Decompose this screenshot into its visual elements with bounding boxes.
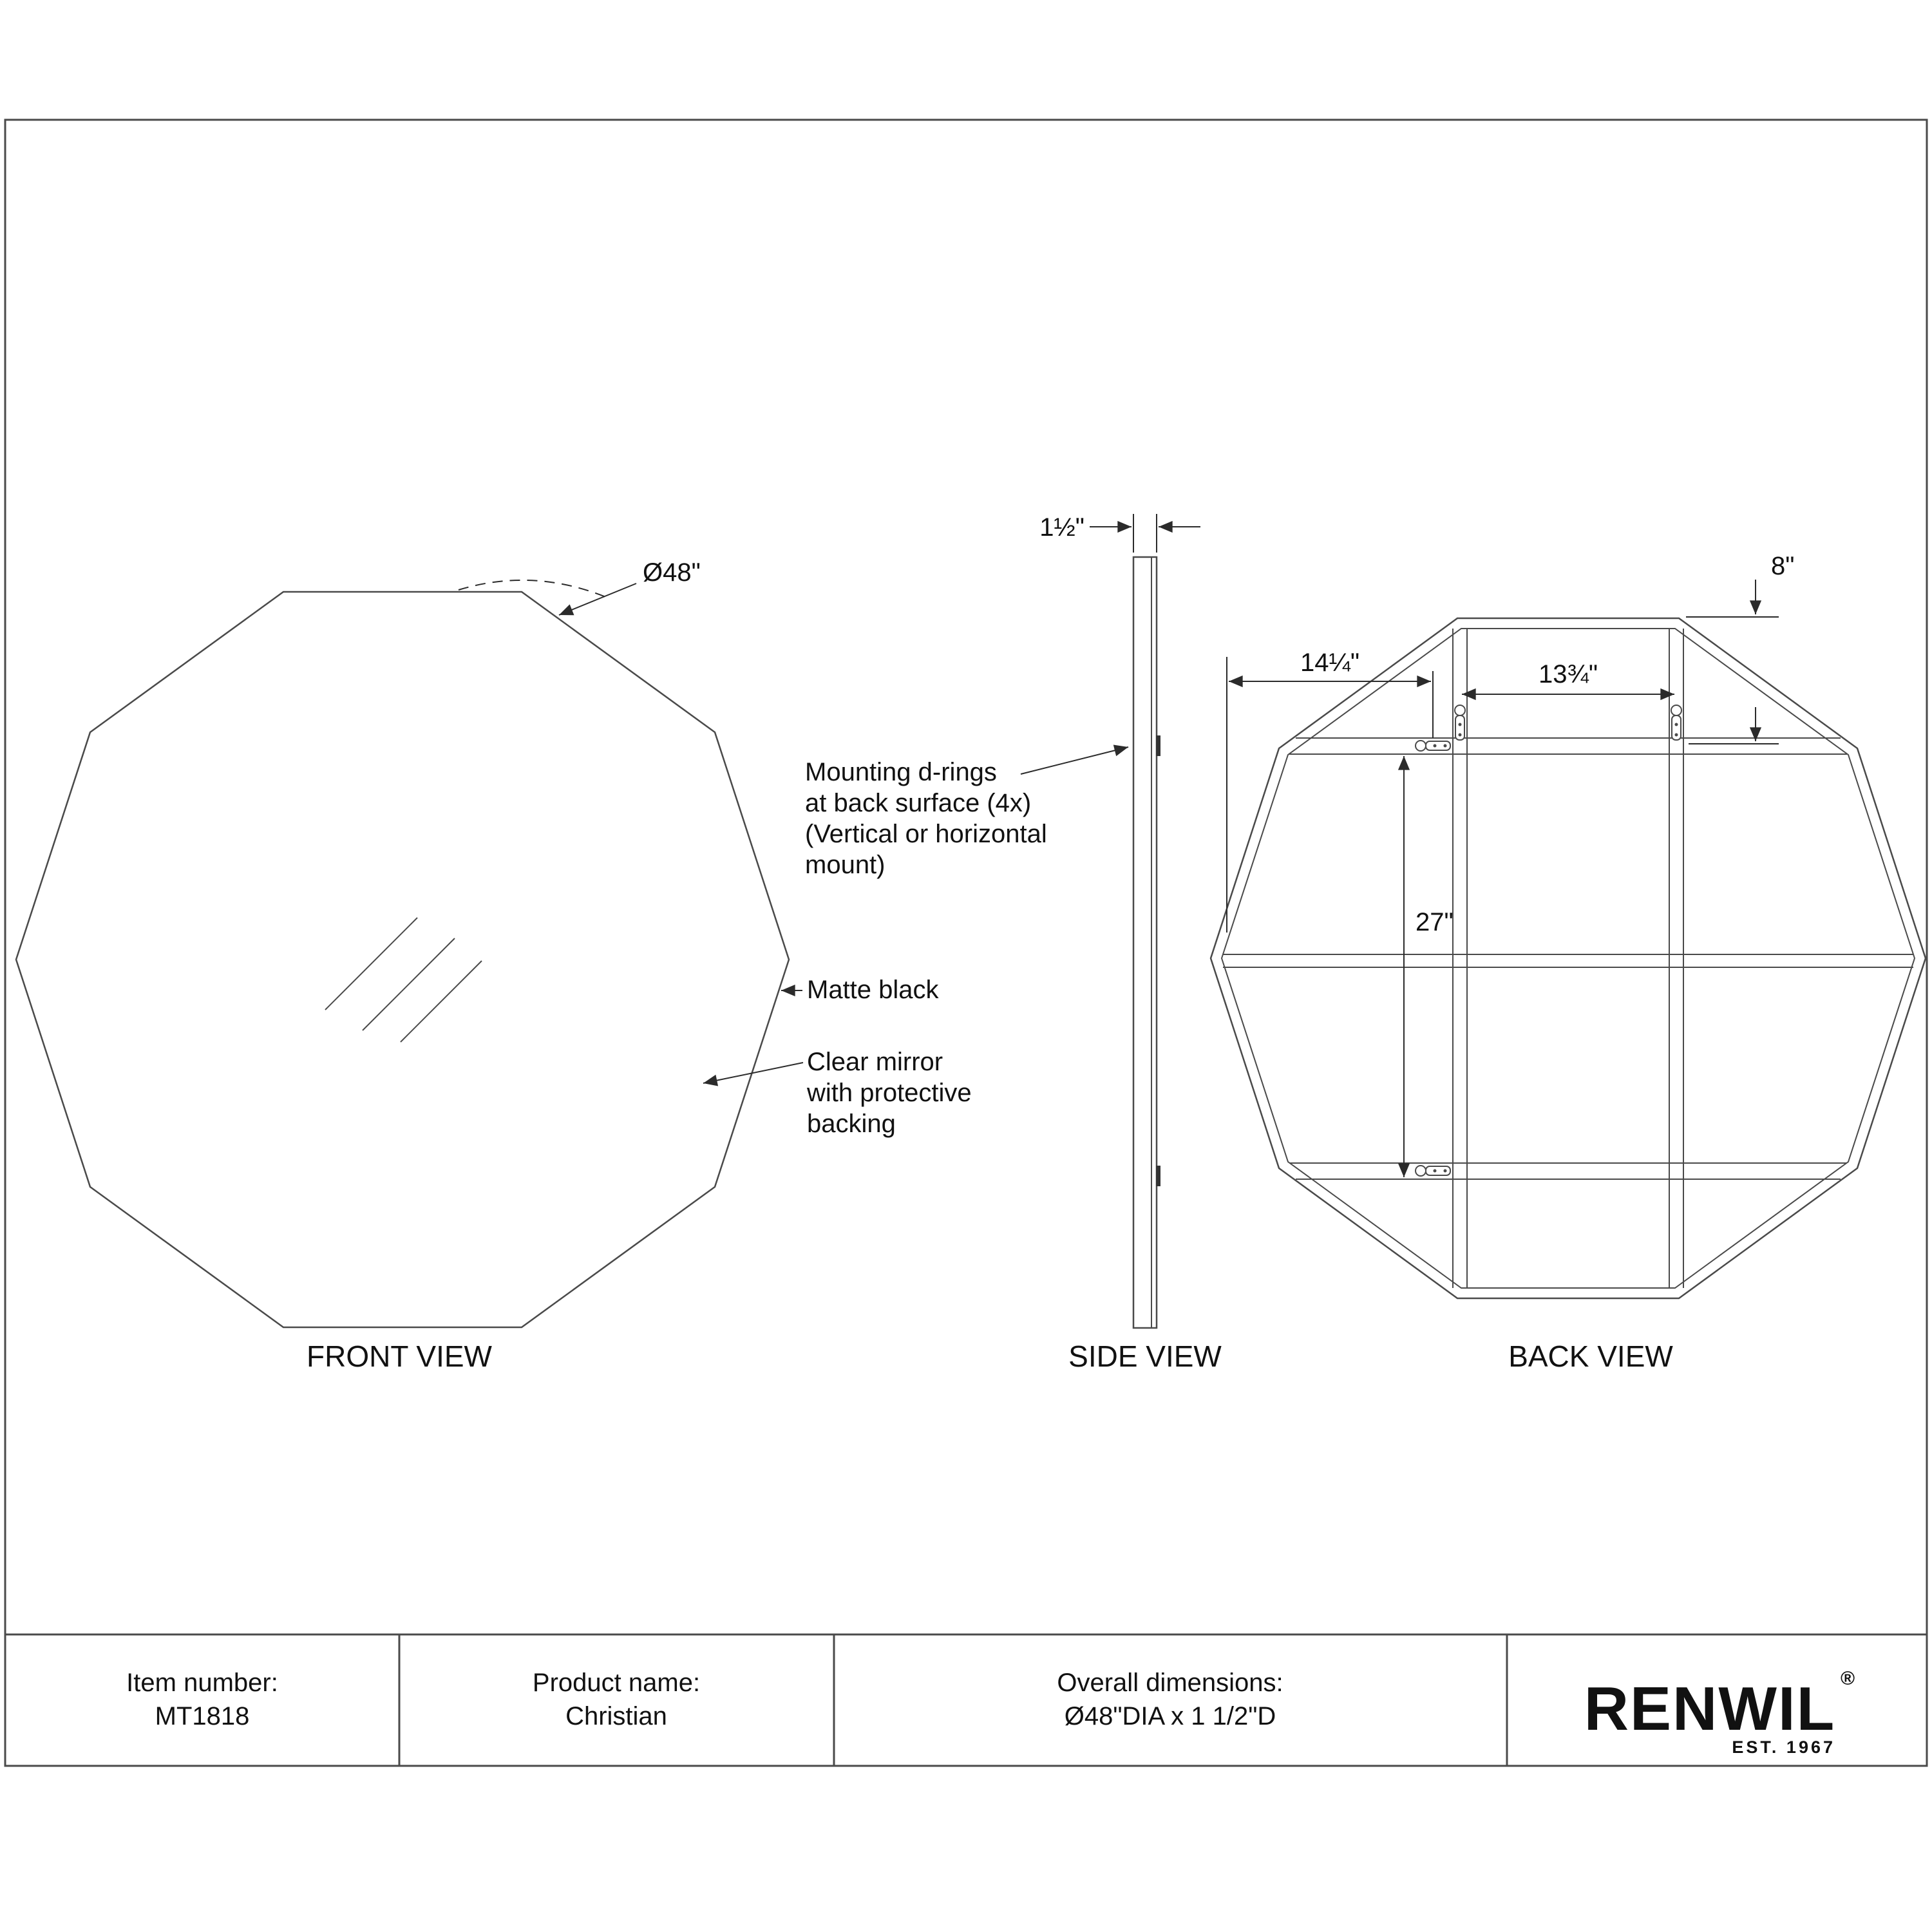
matte-black-note: Matte black bbox=[781, 976, 940, 1004]
dimension-dring-spacing: 13¾" bbox=[1462, 660, 1674, 701]
title-block: Item number: MT1818 Product name: Christ… bbox=[5, 1633, 1927, 1766]
dimension-top-offset: 8" bbox=[1686, 552, 1794, 744]
clear-mirror-leader bbox=[703, 1062, 804, 1086]
side-profile-outline bbox=[1132, 556, 1158, 1329]
title-block-cell-product: Product name: Christian bbox=[533, 1669, 700, 1730]
sheet-border bbox=[4, 118, 1928, 1767]
matte-black-label: Matte black bbox=[807, 976, 940, 1004]
side-dring-top bbox=[1156, 735, 1160, 756]
depth-dimension: 1½" bbox=[1039, 513, 1200, 553]
mounting-note: Mounting d-rings at back surface (4x) (V… bbox=[805, 744, 1129, 879]
dimension-edge-to-dring: 14¼" bbox=[1226, 649, 1434, 933]
mounting-note-leader bbox=[1020, 744, 1129, 775]
back-decagon-outline bbox=[1209, 617, 1927, 1300]
dim-top-offset-label: 8" bbox=[1771, 552, 1794, 580]
back-view-label: BACK VIEW bbox=[1508, 1340, 1673, 1373]
front-decagon-outline bbox=[15, 591, 790, 1329]
mounting-note-line3: (Vertical or horizontal bbox=[805, 820, 1047, 848]
product-name-label: Product name: bbox=[533, 1669, 700, 1697]
item-number-value: MT1818 bbox=[155, 1702, 250, 1730]
item-number-label: Item number: bbox=[126, 1669, 278, 1697]
side-dring-bottom bbox=[1156, 1166, 1160, 1186]
dim-dring-spacing-label: 13¾" bbox=[1539, 660, 1598, 688]
front-view: Ø48" FRONT VIEW bbox=[15, 558, 790, 1373]
title-block-cell-item: Item number: MT1818 bbox=[126, 1669, 278, 1730]
mounting-note-line4: mount) bbox=[805, 851, 886, 879]
dring-bottom-rail bbox=[1415, 1165, 1451, 1177]
dim-rail-span-label: 27" bbox=[1416, 908, 1454, 936]
hanging-rails bbox=[1223, 737, 1913, 1180]
product-name-value: Christian bbox=[565, 1702, 667, 1730]
annotations: Mounting d-rings at back surface (4x) (V… bbox=[703, 744, 1129, 1138]
sheet-frame bbox=[4, 118, 1928, 1767]
brand-registered-mark: ® bbox=[1841, 1668, 1855, 1689]
side-view: 1½" SIDE VIEW bbox=[1039, 513, 1222, 1373]
dimension-rail-span: 27" bbox=[1397, 756, 1454, 1177]
side-view-label: SIDE VIEW bbox=[1068, 1340, 1222, 1373]
mirror-hatch-lines bbox=[325, 917, 482, 1043]
dring-right-brace bbox=[1671, 705, 1682, 741]
back-decagon-inner-frame bbox=[1220, 628, 1916, 1289]
diameter-leader-arrow bbox=[558, 583, 637, 616]
title-block-cell-brand: RENWIL ® EST. 1967 bbox=[1584, 1668, 1855, 1757]
mounting-note-line2: at back surface (4x) bbox=[805, 789, 1031, 817]
overall-dimensions-label: Overall dimensions: bbox=[1057, 1669, 1283, 1697]
depth-dimension-label: 1½" bbox=[1039, 513, 1084, 542]
back-view: 8" 14¼" 13¾" 27" BACK VIEW bbox=[1209, 552, 1927, 1373]
dring-left-brace bbox=[1454, 705, 1466, 741]
clear-mirror-note: Clear mirror with protective backing bbox=[703, 1048, 972, 1138]
front-view-label: FRONT VIEW bbox=[307, 1340, 493, 1373]
clear-mirror-line2: with protective bbox=[806, 1079, 972, 1107]
overall-dimensions-value: Ø48"DIA x 1 1/2"D bbox=[1065, 1702, 1276, 1730]
mounting-note-line1: Mounting d-rings bbox=[805, 758, 997, 786]
dring-top-rail bbox=[1415, 740, 1451, 752]
diameter-reference-arc bbox=[458, 579, 611, 600]
vertical-braces bbox=[1452, 629, 1684, 1288]
diameter-label: Ø48" bbox=[643, 558, 701, 587]
brand-logo: RENWIL bbox=[1584, 1674, 1836, 1743]
clear-mirror-line1: Clear mirror bbox=[807, 1048, 943, 1076]
brand-est-year: EST. 1967 bbox=[1732, 1738, 1835, 1757]
diameter-callout: Ø48" bbox=[458, 558, 701, 616]
title-block-cell-dimensions: Overall dimensions: Ø48"DIA x 1 1/2"D bbox=[1057, 1669, 1283, 1730]
dim-edge-to-dring-label: 14¼" bbox=[1300, 649, 1359, 677]
clear-mirror-line3: backing bbox=[807, 1110, 896, 1138]
